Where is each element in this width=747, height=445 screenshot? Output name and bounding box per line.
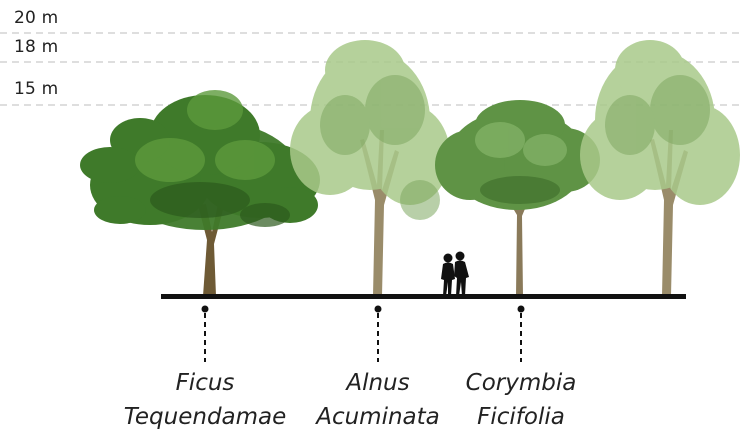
species-genus: Alnus [346, 370, 410, 396]
height-label-20m: 20 m [14, 8, 59, 28]
alnus-tree-illustration [290, 40, 450, 296]
ficus-tree-illustration [80, 90, 320, 296]
species-label-corymbia: Corymbia Ficifolia [446, 366, 596, 434]
species-epithet: Ficifolia [477, 404, 565, 430]
marker-alnus [374, 305, 382, 362]
species-genus: Corymbia [465, 370, 577, 396]
species-label-ficus: Ficus Tequendamae [105, 366, 305, 434]
people-silhouette-icon [441, 251, 469, 296]
species-epithet: Tequendamae [123, 404, 287, 430]
marker-corymbia [517, 305, 525, 362]
species-epithet: Acuminata [316, 404, 440, 430]
species-genus: Ficus [175, 370, 235, 396]
species-label-alnus: Alnus Acuminata [298, 366, 458, 434]
marker-ficus [201, 305, 209, 362]
height-label-18m: 18 m [14, 37, 59, 57]
ground-line [161, 294, 686, 299]
corymbia-tree-illustration [435, 100, 600, 296]
alnus-tree-illustration-right [580, 40, 740, 296]
height-label-15m: 15 m [14, 79, 59, 99]
